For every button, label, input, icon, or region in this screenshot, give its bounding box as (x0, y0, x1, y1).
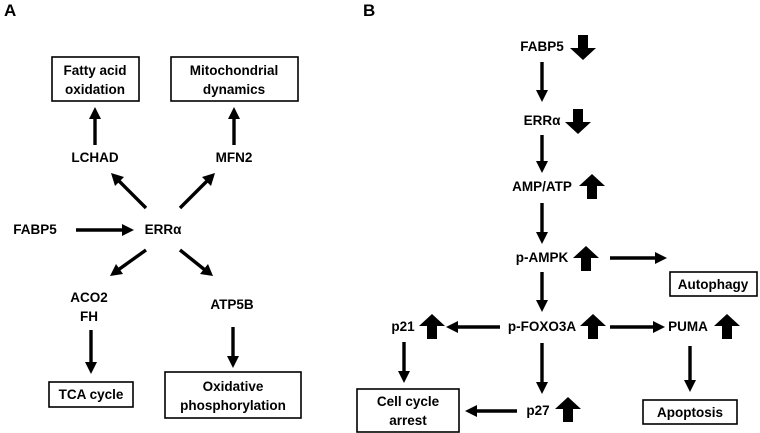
arrow-lchad-to-fatty-acid-oxidation (89, 107, 101, 145)
node-erra-a: ERRα (145, 222, 183, 237)
arrow-p27-to-cell-cycle-arrest (465, 405, 517, 417)
autophagy-box: Autophagy (669, 271, 758, 297)
mitochondrial-dynamics-box: Mitochondrial dynamics (170, 56, 299, 102)
arrow-p-ampk-to-autophagy (610, 252, 667, 264)
autophagy-label: Autophagy (678, 277, 749, 292)
node-puma: PUMA (668, 319, 708, 334)
node-lchad: LCHAD (71, 150, 118, 165)
apoptosis-box: Apoptosis (642, 399, 738, 425)
tca-cycle-box: TCA cycle (48, 381, 134, 408)
arrow-atp5b-to-oxidative-phosphorylation (227, 327, 239, 368)
arrow-p-foxo3a-to-p27 (536, 343, 548, 394)
arrow-p-ampk-to-p-foxo3a (536, 272, 548, 312)
fatty-acid-oxidation-line1: Fatty acid (63, 63, 126, 78)
node-p27: p27 (526, 403, 549, 418)
cell-cycle-arrest-line2: arrest (389, 413, 427, 428)
arrow-mfn2-to-mitochondrial-dynamics (228, 107, 240, 145)
fatty-acid-oxidation-line2: oxidation (65, 82, 125, 97)
node-erra-b: ERRα (524, 113, 562, 128)
cell-cycle-arrest-line1: Cell cycle (377, 394, 440, 409)
arrow-erra-to-atp5b (178, 248, 213, 276)
arrow-aco2-to-tca-cycle (85, 330, 97, 374)
panel-a-label: A (4, 1, 16, 20)
oxidative-phosphorylation-box: Oxidative phosphorylation (164, 371, 302, 419)
down-arrow-icon-erra (565, 109, 591, 134)
panel-b-label: B (363, 1, 375, 20)
arrow-erra-to-aco2 (110, 248, 147, 276)
arrow-erra-to-mfn2 (178, 173, 215, 210)
cell-cycle-arrest-box: Cell cycle arrest (356, 388, 460, 433)
up-arrow-icon-p21 (419, 314, 445, 339)
node-fabp5-b: FABP5 (520, 39, 564, 54)
fatty-acid-oxidation-box: Fatty acid oxidation (51, 56, 140, 102)
node-amp-atp: AMP/ATP (512, 179, 572, 194)
up-arrow-icon-p-foxo3a (580, 314, 606, 339)
arrow-p21-to-cell-cycle-arrest (398, 342, 410, 383)
arrow-fabp5-to-erra (76, 224, 134, 236)
node-fabp5-a: FABP5 (13, 222, 57, 237)
arrow-amp-atp-to-p-ampk (536, 203, 548, 244)
down-arrow-icon-fabp5 (570, 35, 596, 60)
up-arrow-icon-p27 (555, 397, 581, 422)
node-aco2: ACO2 (70, 290, 108, 305)
up-arrow-icon-puma (714, 314, 740, 339)
arrow-erra-to-amp-atp (536, 135, 548, 173)
mitochondrial-dynamics-line2: dynamics (203, 82, 265, 97)
panel-a: Fatty acid oxidation Mitochondrial dynam… (13, 56, 302, 419)
tca-cycle-label: TCA cycle (59, 387, 124, 402)
mitochondrial-dynamics-line1: Mitochondrial (190, 63, 279, 78)
node-p-foxo3a: p-FOXO3A (508, 319, 577, 334)
node-mfn2: MFN2 (216, 150, 253, 165)
arrow-erra-to-lchad (111, 173, 148, 210)
arrow-p-foxo3a-to-puma (610, 321, 665, 333)
node-p21: p21 (391, 319, 415, 334)
arrow-puma-to-apoptosis (684, 346, 696, 392)
node-atp5b: ATP5B (210, 297, 254, 312)
node-fh: FH (80, 309, 98, 324)
up-arrow-icon-p-ampk (573, 246, 599, 271)
arrow-fabp5-to-erra-b (536, 62, 548, 102)
apoptosis-label: Apoptosis (657, 405, 723, 420)
oxidative-phosphorylation-line2: phosphorylation (180, 398, 286, 413)
panel-b: Autophagy Apoptosis Cell cycle arrest FA… (356, 35, 758, 433)
up-arrow-icon-amp-atp (579, 174, 605, 199)
oxidative-phosphorylation-line1: Oxidative (203, 379, 264, 394)
arrow-p-foxo3a-to-p21 (446, 321, 500, 333)
node-p-ampk: p-AMPK (516, 250, 569, 265)
